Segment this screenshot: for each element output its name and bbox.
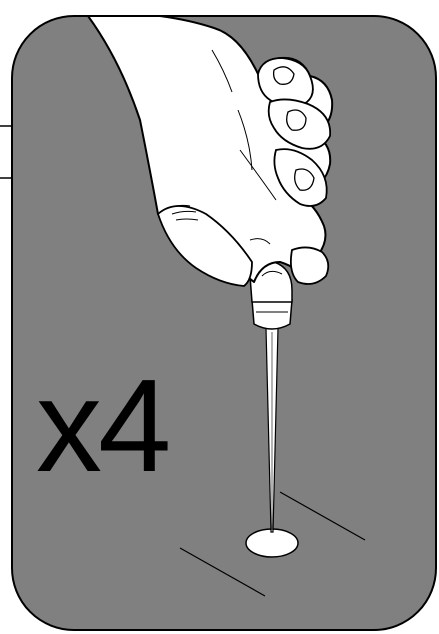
- page-bracket: [0, 126, 12, 178]
- pilot-hole-icon: [246, 529, 298, 557]
- repeat-count-label: x4: [36, 360, 167, 492]
